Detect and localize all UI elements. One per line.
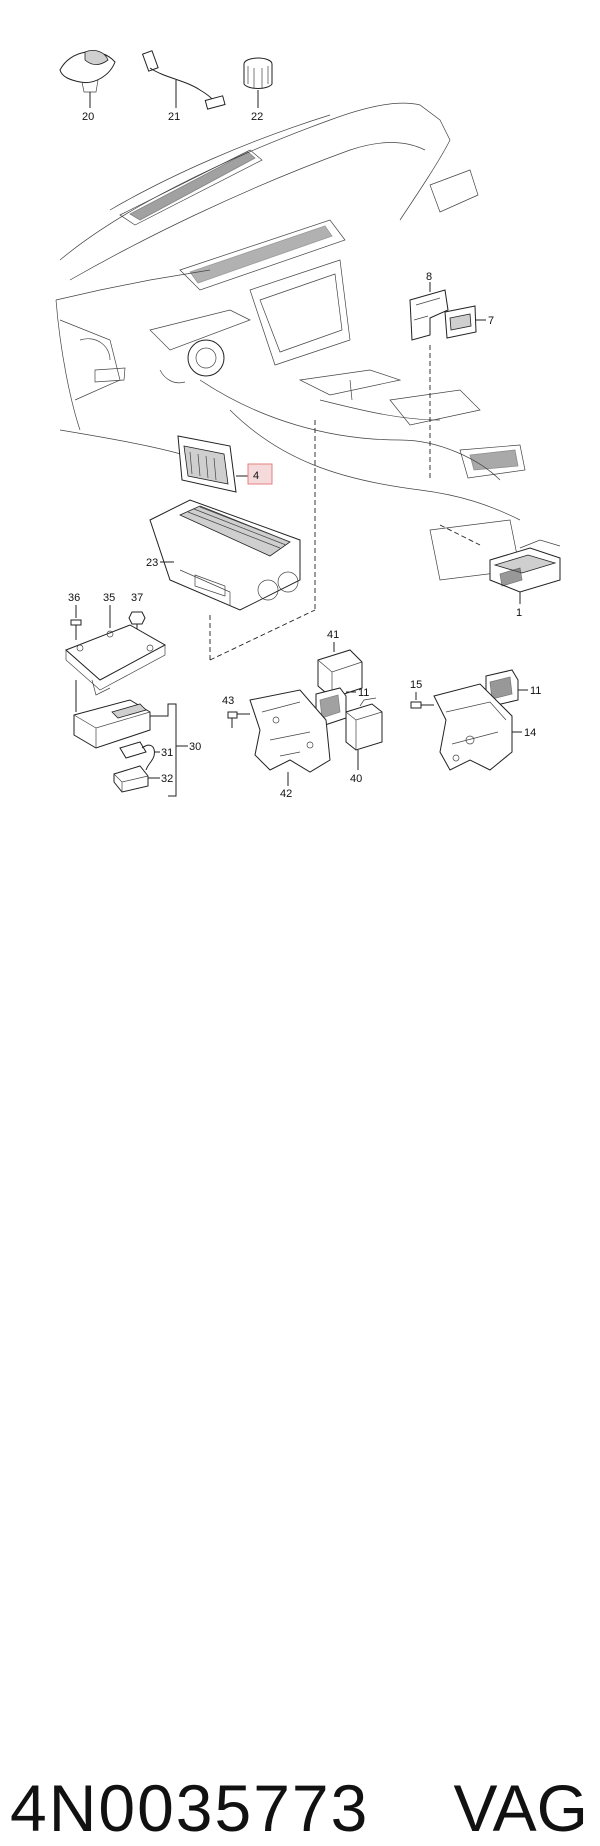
bracket-part-35[interactable] (65, 624, 167, 696)
manufacturer: VAG (453, 1771, 588, 1845)
callout-4-highlight (247, 463, 273, 485)
knob-part-22[interactable] (243, 57, 273, 108)
control-unit-part-30[interactable] (73, 699, 151, 749)
housing-part-40[interactable] (345, 697, 383, 770)
connector-part-31[interactable] (119, 741, 160, 771)
bracket-part-8[interactable] (409, 282, 449, 341)
callout-31: 31 (161, 747, 173, 759)
callout-7: 7 (488, 315, 494, 327)
callout-15: 15 (410, 679, 422, 691)
usb-hub-part-1[interactable] (489, 539, 561, 604)
callout-43: 43 (222, 695, 234, 707)
callout-35: 35 (103, 592, 115, 604)
callout-42: 42 (280, 788, 292, 800)
screw-part-15[interactable] (410, 692, 434, 709)
antenna-part-20[interactable] (59, 50, 116, 108)
screw-part-43[interactable] (227, 711, 250, 728)
module-part-7[interactable] (444, 305, 486, 339)
wireless-charger-part-4[interactable] (177, 435, 248, 493)
part-number: 4N0035773 (10, 1771, 370, 1845)
bracket-part-14[interactable] (433, 683, 522, 771)
tray-part-23[interactable] (149, 499, 301, 611)
parts-diagram: 20 21 22 (55, 50, 561, 800)
dashboard-drawing (55, 102, 526, 581)
callout-21: 21 (168, 111, 180, 123)
callout-40: 40 (350, 773, 362, 785)
callout-32: 32 (161, 773, 173, 785)
callout-4: 4 (253, 470, 259, 482)
callout-11-right: 11 (530, 685, 541, 697)
callout-36: 36 (68, 592, 80, 604)
callout-11-middle: 11 (358, 687, 369, 699)
screw-part-36[interactable] (70, 619, 82, 640)
callout-41: 41 (327, 629, 339, 641)
callout-37: 37 (131, 592, 143, 604)
footer: 4N0035773 VAG (0, 880, 600, 1845)
callout-30: 30 (189, 741, 201, 753)
cable-part-21[interactable] (141, 50, 226, 110)
callout-8: 8 (426, 271, 432, 283)
cover-part-32[interactable] (113, 765, 160, 793)
bracket-part-42[interactable] (249, 689, 331, 786)
callout-1: 1 (516, 607, 522, 619)
sensor-part-11-right[interactable] (485, 669, 528, 707)
callout-14: 14 (524, 727, 536, 739)
callout-20: 20 (82, 111, 94, 123)
callout-23: 23 (146, 557, 158, 569)
callout-22: 22 (251, 111, 263, 123)
